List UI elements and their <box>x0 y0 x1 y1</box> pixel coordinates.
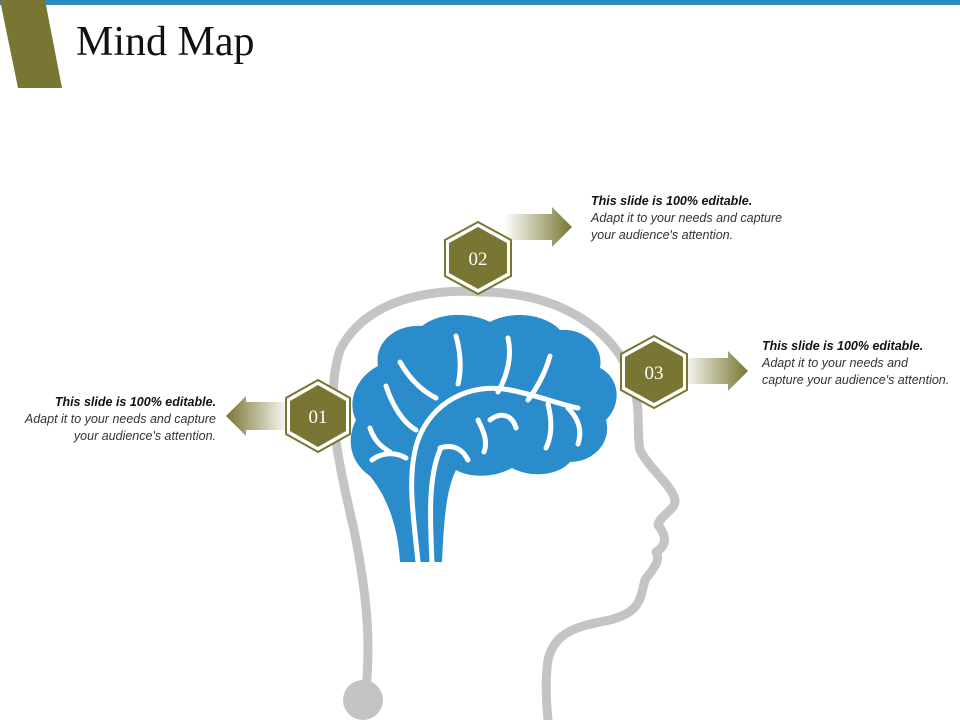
arrow-right-02 <box>504 207 572 247</box>
node-number-03: 03 <box>645 363 664 384</box>
node-01-description: This slide is 100% editable. Adapt it to… <box>20 394 216 445</box>
brain-icon <box>350 314 617 565</box>
slide-title: Mind Map <box>76 19 255 65</box>
node-01: 01 <box>285 378 351 454</box>
node-03-heading: This slide is 100% editable. <box>762 339 924 353</box>
node-02-body: Adapt it to your needs and capture your … <box>591 211 783 242</box>
node-03-body: Adapt it to your needs and capture your … <box>762 356 950 387</box>
node-03-description: This slide is 100% editable. Adapt it to… <box>762 338 952 389</box>
arrow-right-03 <box>682 351 748 391</box>
corner-tab-decoration <box>0 0 62 88</box>
top-accent-bar <box>0 0 960 5</box>
node-01-heading: This slide is 100% editable. <box>54 395 216 409</box>
neck-knob <box>343 680 383 720</box>
node-number-01: 01 <box>309 407 328 428</box>
node-02: 02 <box>444 220 512 296</box>
node-02-description: This slide is 100% editable. Adapt it to… <box>591 193 791 244</box>
node-01-body: Adapt it to your needs and capture your … <box>24 412 216 443</box>
node-number-02: 02 <box>469 249 488 270</box>
node-02-heading: This slide is 100% editable. <box>591 194 753 208</box>
node-03: 03 <box>620 334 688 410</box>
arrow-left-01 <box>226 396 290 436</box>
